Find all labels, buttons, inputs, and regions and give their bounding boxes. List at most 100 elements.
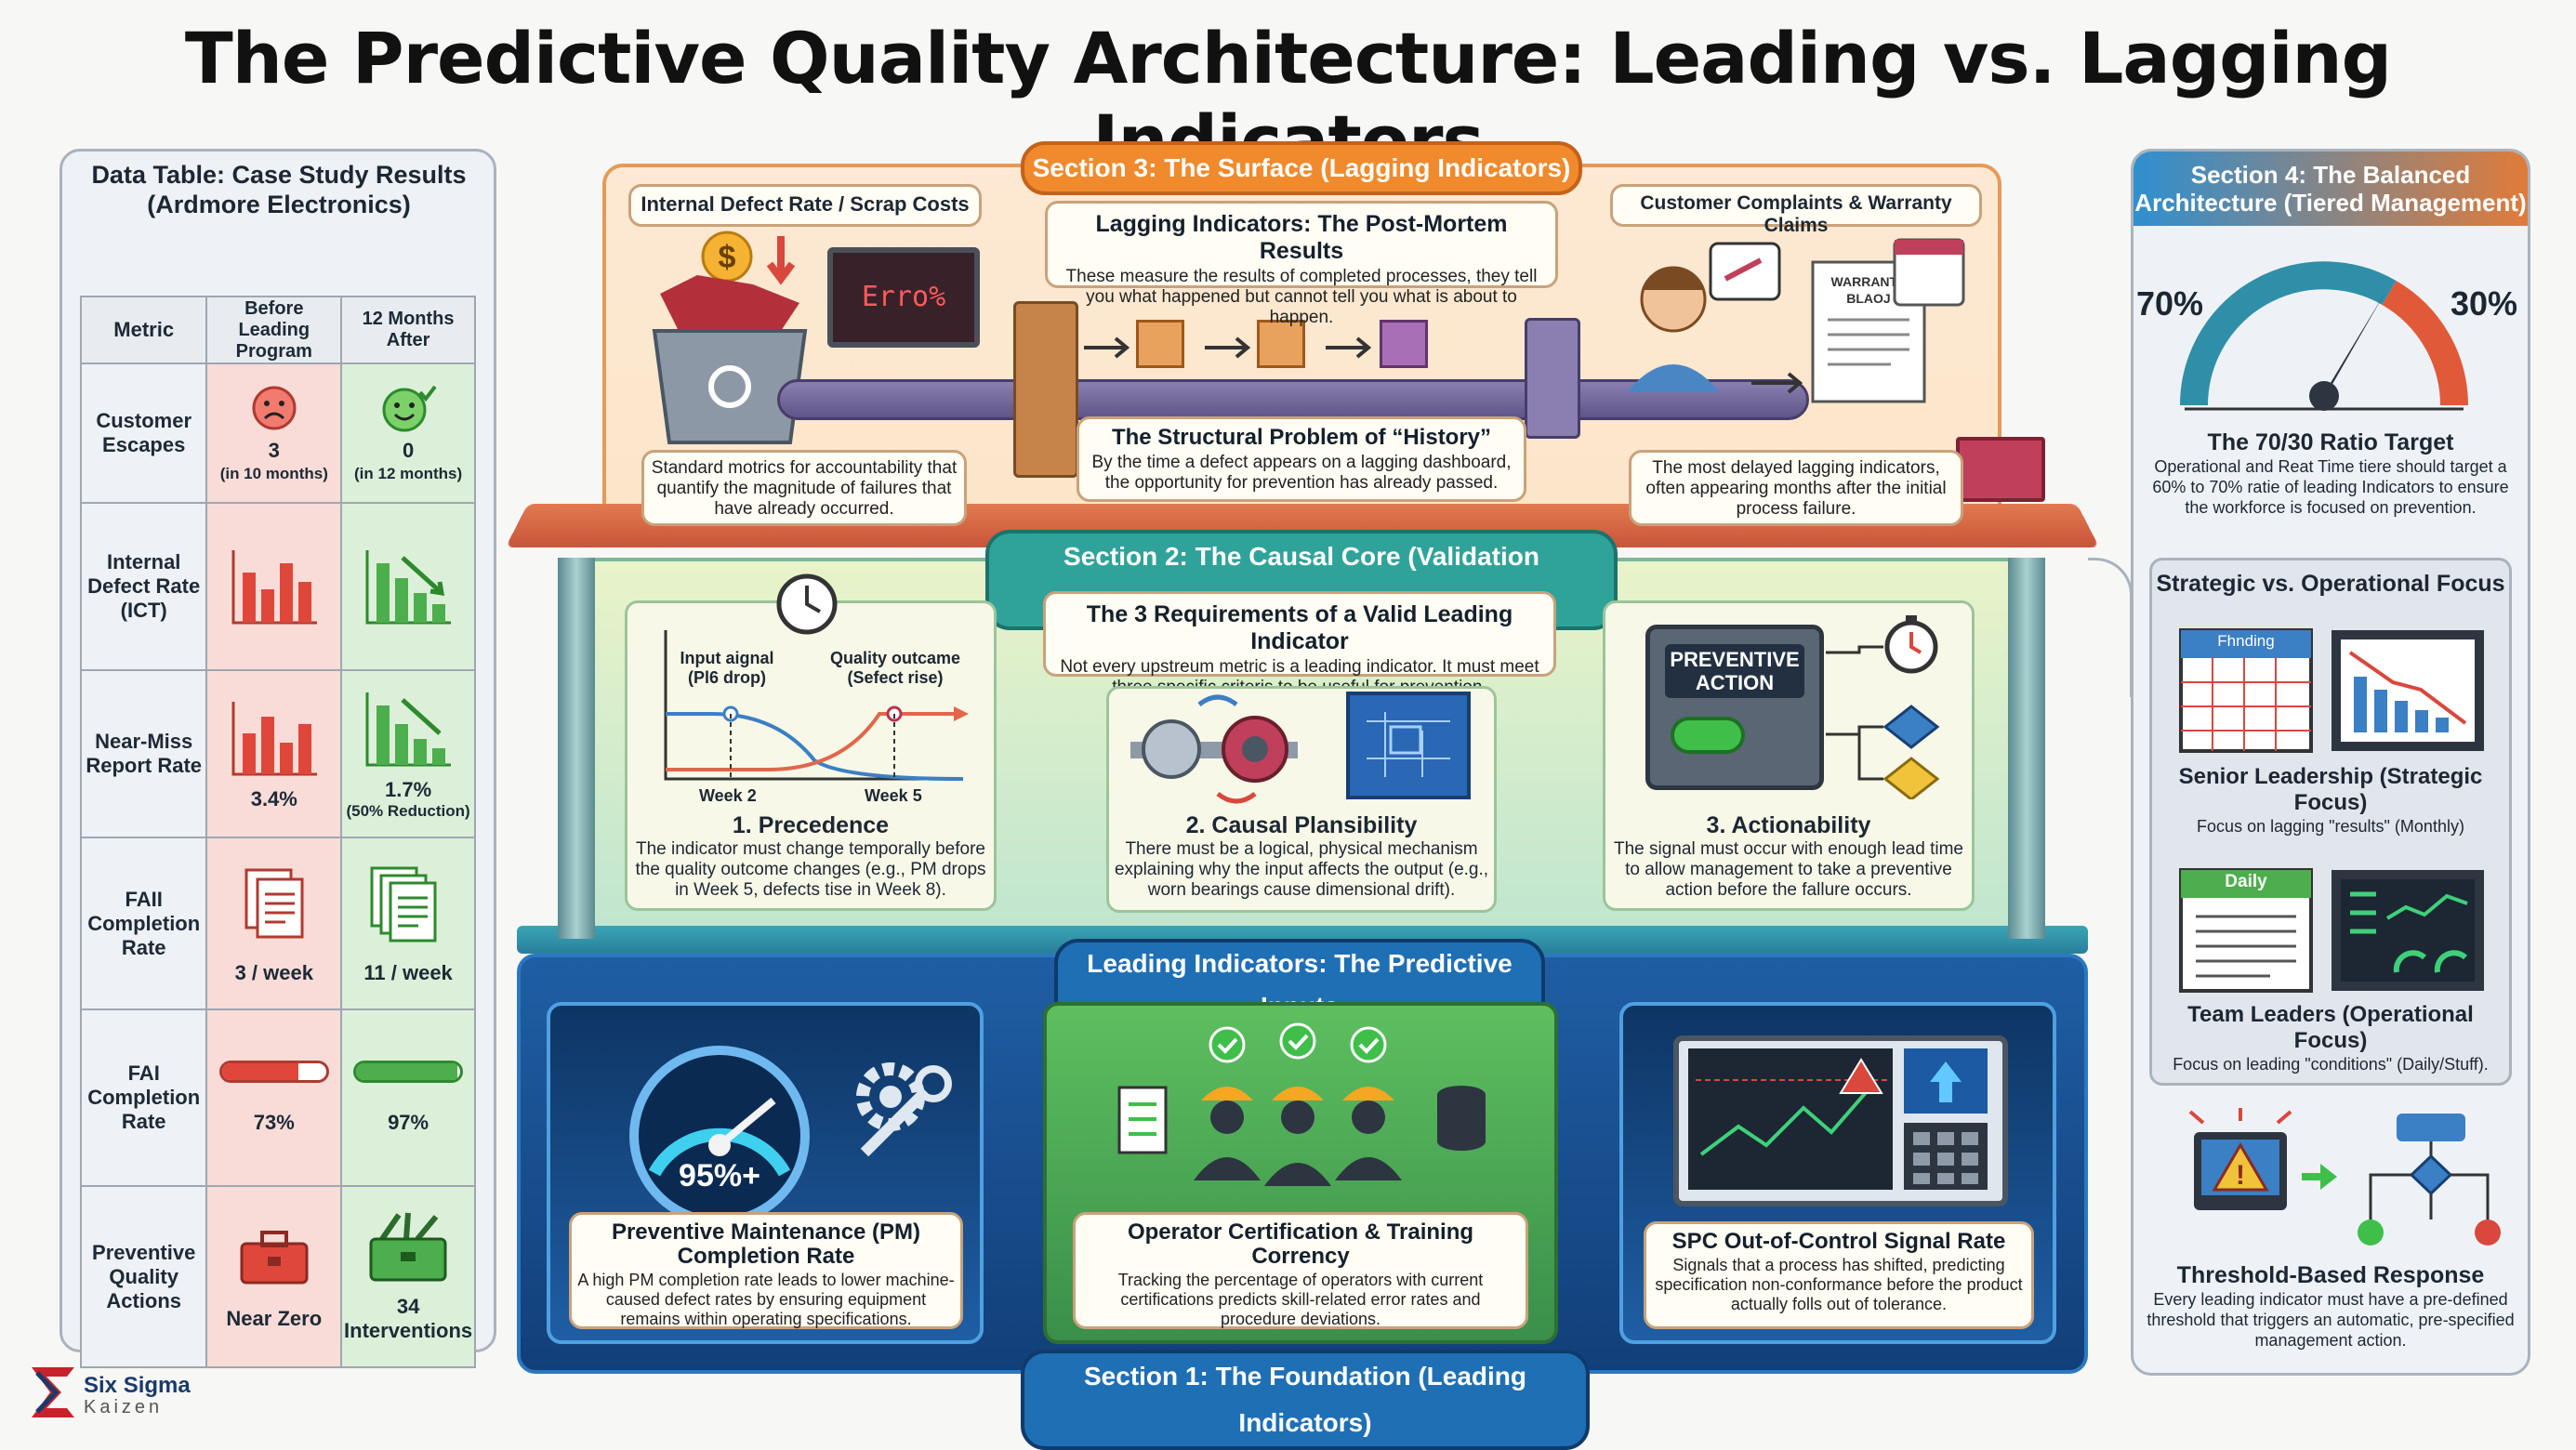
- table-row: Preventive Quality Actions Near Zero 34 …: [81, 1186, 475, 1367]
- section1-pill: Section 1: The Foundation (Leading Indic…: [1021, 1350, 1590, 1450]
- senior-leadership-block: Senior Leadership (Strategic Focus) Focu…: [2149, 764, 2512, 837]
- table-row: Near-Miss Report Rate 3.4% 1.7% (50% Red…: [81, 670, 475, 837]
- header-after: 12 Months After: [341, 297, 475, 363]
- delayed-indicators-text: The most delayed lagging indicators, oft…: [1637, 458, 1955, 520]
- table-title: Data Table: Case Study Results (Ardmore …: [65, 160, 493, 219]
- right-pillar: [2008, 558, 2045, 939]
- ratio-gauge: [2166, 251, 2482, 428]
- after-cell: [341, 503, 475, 670]
- preventive-action-label: PREVENTIVE ACTION: [1665, 644, 1804, 698]
- happy-face-check-icon: [379, 383, 437, 433]
- after-cell: 1.7% (50% Reduction): [341, 670, 475, 837]
- svg-text:!: !: [2236, 1160, 2245, 1191]
- section4-header: Section 4: The Balanced Architecture (Ti…: [2133, 152, 2528, 226]
- after-value: 0: [342, 439, 474, 463]
- before-progress-bar: [219, 1061, 329, 1083]
- before-note: (in 10 months): [207, 463, 340, 484]
- actionability-text: The signal must occur with enough lead t…: [1608, 839, 1969, 901]
- green-declining-chart-icon: [362, 545, 455, 628]
- preventive-action-button[interactable]: [1671, 717, 1745, 754]
- spc-card: SPC Out-of-Control Signal Rate Signals t…: [1644, 1221, 2034, 1329]
- row-metric: FAI Completion Rate: [81, 1009, 206, 1186]
- spc-text: Signals that a process has shifted, pred…: [1652, 1256, 2026, 1314]
- table-title-line1: Data Table: Case Study Results: [65, 160, 493, 190]
- document-stack-icon: [366, 863, 450, 946]
- operator-text: Tracking the percentage of operators wit…: [1081, 1271, 1520, 1329]
- error-monitor-text: Erro%: [833, 253, 974, 342]
- six-sigma-kaizen-logo: Six Sigma Kaizen: [24, 1362, 210, 1427]
- table-title-line2: (Ardmore Electronics): [65, 190, 493, 219]
- before-cell: [206, 503, 341, 670]
- actionability-title: 3. Actionability: [1608, 812, 1969, 839]
- table-row: Customer Escapes 3 (in 10 months) 0 (in …: [81, 363, 475, 503]
- team-leaders-text: Focus on leading "conditions" (Daily/Stu…: [2149, 1054, 2512, 1074]
- red-bar-chart-icon: [228, 545, 321, 628]
- stopwatch-flowchart-icon: [1822, 604, 1971, 799]
- before-value: 73%: [207, 1111, 340, 1135]
- complaints-label: Customer Complaints & Warranty Claims: [1610, 184, 1982, 227]
- plausibility-title: 2. Causal Plansibility: [1112, 812, 1491, 839]
- flow-arrows-icon: [1078, 329, 1394, 366]
- sad-face-icon: [249, 383, 299, 433]
- after-value: 11 / week: [342, 961, 474, 985]
- header-metric: Metric: [81, 297, 206, 363]
- toolbox-icon: [232, 1223, 316, 1288]
- ratio-target-text: Operational and Reat Time tiere should t…: [2142, 456, 2519, 518]
- history-problem-card: The Structural Problem of “History” By t…: [1077, 416, 1526, 502]
- operator-card: Operator Certification & Training Corren…: [1073, 1212, 1528, 1329]
- accountability-text: Standard motrics for accountability that…: [650, 458, 958, 520]
- scrap-cost-label-text: Internal Defect Rate / Scrap Costs: [637, 192, 973, 217]
- lagging-percent: 30%: [2451, 284, 2517, 323]
- after-cell: 11 / week: [341, 837, 475, 1009]
- operator-title: Operator Certification & Training Corren…: [1081, 1220, 1520, 1269]
- pm-text: A high PM completion rate leads to lower…: [577, 1271, 955, 1329]
- precedence-text: The indicator must change temporally bef…: [632, 839, 989, 901]
- actionability-text-block: 3. Actionability The signal must occur w…: [1608, 812, 1969, 901]
- ratio-target-block: The 70/30 Ratio Target Operational and R…: [2142, 429, 2519, 518]
- calendar-monthly-label: Fhnding: [2181, 632, 2311, 651]
- row-metric: FAII Completion Rate: [81, 837, 206, 1009]
- full-toolbox-icon: [362, 1211, 455, 1285]
- post-mortem-card: Lagging Indicators: The Post-Mortem Resu…: [1045, 201, 1558, 288]
- post-mortem-title: Lagging Indicators: The Post-Mortem Resu…: [1057, 211, 1546, 265]
- before-cell: Near Zero: [206, 1186, 341, 1367]
- document-icon: [237, 863, 311, 946]
- certified-operators-icon: [1097, 1022, 1525, 1208]
- preventive-action-console: PREVENTIVE ACTION: [1645, 625, 1824, 790]
- leading-percent: 70%: [2136, 284, 2203, 323]
- logo-subtext: Kaizen: [84, 1397, 163, 1418]
- row-metric: Customer Escapes: [81, 363, 206, 503]
- row-metric: Internal Defect Rate (ICT): [81, 503, 206, 670]
- green-declining-chart-icon: [362, 687, 455, 771]
- spc-chart-icon: [1683, 1043, 1999, 1201]
- sigma-logo-icon: [24, 1362, 84, 1423]
- gear-wrench-icon: [837, 1050, 958, 1171]
- requirements-title: The 3 Requirements of a Valid Leading In…: [1055, 601, 1544, 655]
- precedence-title: 1. Precedence: [632, 812, 989, 839]
- left-pillar: [558, 558, 595, 939]
- before-value: Near Zero: [207, 1307, 340, 1331]
- spc-title: SPC Out-of-Control Signal Rate: [1652, 1230, 2026, 1254]
- after-value: 34 Interventions: [342, 1295, 474, 1343]
- table-row: FAII Completion Rate 3 / week 11 / week: [81, 837, 475, 1009]
- scrap-cost-label: Internal Defect Rate / Scrap Costs: [628, 184, 982, 227]
- threshold-response-text: Every leading indicator must have a pre-…: [2142, 1289, 2519, 1351]
- history-problem-text: By the time a defect appears on a laggin…: [1085, 453, 1518, 494]
- plausibility-text-block: 2. Causal Plansibility There must be a l…: [1112, 812, 1491, 901]
- calendar-daily-label: Daily: [2181, 872, 2311, 892]
- threshold-response-title: Threshold-Based Response: [2142, 1262, 2519, 1289]
- row-metric: Preventive Quality Actions: [81, 1186, 206, 1367]
- plausibility-text: There must be a logical, physical mechan…: [1112, 839, 1491, 901]
- bearing-blueprint-icon: [1116, 684, 1487, 814]
- before-value: 3 / week: [207, 961, 340, 985]
- table-row: Internal Defect Rate (ICT): [81, 503, 475, 670]
- week-b-label: Week 5: [865, 786, 922, 806]
- before-cell: 73%: [206, 1009, 341, 1186]
- focus-title: Strategic vs. Operational Focus: [2149, 571, 2512, 598]
- before-cell: 3 / week: [206, 837, 341, 1009]
- after-note: (50% Reduction): [342, 802, 474, 821]
- team-leaders-block: Team Leaders (Operational Focus) Focus o…: [2149, 1002, 2512, 1074]
- after-note: (in 12 months): [342, 463, 474, 484]
- header-before: Before Leading Program: [206, 297, 341, 363]
- red-bar-chart-icon: [228, 696, 321, 780]
